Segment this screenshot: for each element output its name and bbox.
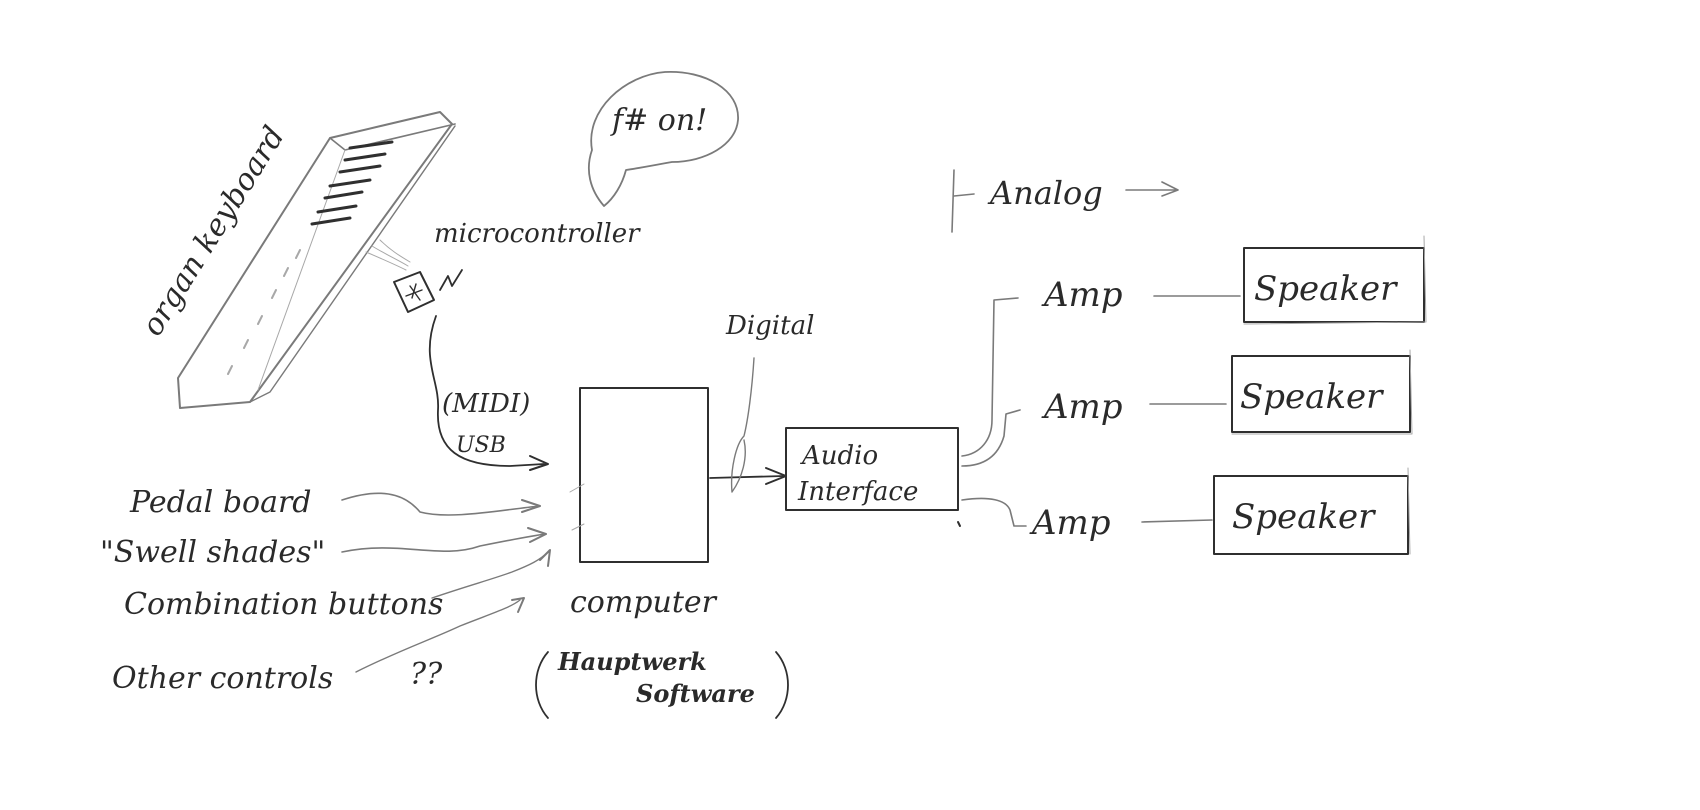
analog-marker — [951, 169, 975, 233]
speech-bubble: f# on! — [588, 71, 739, 207]
usb-cable — [428, 315, 545, 467]
usb-label: USB — [456, 433, 506, 458]
software-label: Software — [636, 679, 755, 708]
speech-bubble-text: f# on! — [610, 103, 707, 138]
amp-3-to-speaker-line — [1141, 519, 1213, 523]
software-paren-left — [535, 651, 549, 719]
speaker-3: Speaker — [1213, 467, 1411, 555]
keyboard-keys — [227, 140, 394, 375]
midi-label: (MIDI) — [442, 389, 530, 419]
audio-interface-box — [785, 427, 959, 511]
amp-wiring — [957, 297, 1027, 527]
organ-keyboard — [177, 111, 456, 409]
pedal-board-label: Pedal board — [129, 485, 312, 520]
amp-2-label: Amp — [1041, 387, 1123, 427]
speaker-2-label: Speaker — [1240, 377, 1384, 417]
digital-label: Digital — [725, 311, 814, 341]
organ-keyboard-label: organ keyboard — [135, 120, 292, 342]
analog-arrow — [1125, 181, 1179, 197]
speaker-1-label: Speaker — [1254, 269, 1398, 309]
computer-box — [579, 387, 709, 563]
amp-3-label: Amp — [1029, 503, 1111, 543]
hauptwerk-label: Hauptwerk — [557, 647, 707, 676]
analog-label: Analog — [987, 174, 1103, 212]
other-controls-label: Other controls — [112, 661, 333, 696]
audio-interface-line2: Interface — [797, 477, 918, 507]
speaker-3-label: Speaker — [1232, 497, 1376, 537]
computer-label: computer — [570, 585, 718, 620]
digital-pointer — [730, 357, 755, 493]
software-paren-right — [775, 651, 789, 719]
digital-link — [709, 475, 785, 479]
swell-shades-label: "Swell shades" — [100, 535, 325, 570]
question-marks: ?? — [410, 657, 443, 692]
speaker-2: Speaker — [1231, 349, 1413, 435]
audio-interface-line1: Audio — [800, 441, 878, 471]
microcontroller-chip — [393, 269, 463, 313]
amp-1-label: Amp — [1041, 275, 1123, 315]
microcontroller-label: microcontroller — [434, 219, 641, 249]
speaker-1: Speaker — [1243, 235, 1427, 325]
input-lines — [341, 483, 585, 673]
combination-buttons-label: Combination buttons — [124, 587, 443, 622]
